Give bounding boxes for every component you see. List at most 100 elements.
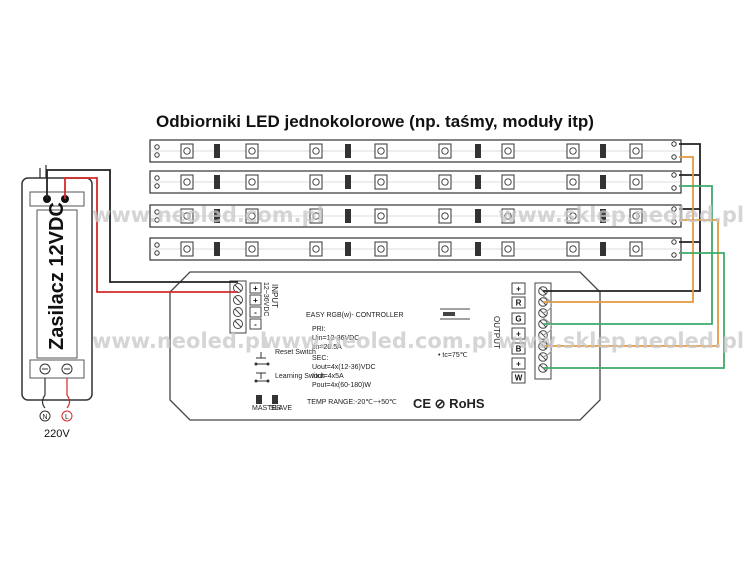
terminal-n-label: N bbox=[42, 414, 47, 421]
spec-pri: PRI: bbox=[312, 326, 326, 333]
watermark-3: www.neoled.pl bbox=[92, 329, 267, 353]
strip-pad-icon bbox=[671, 206, 677, 212]
output-label: OUTPUT bbox=[492, 316, 501, 349]
led-strip bbox=[149, 237, 682, 261]
led-lens-icon bbox=[248, 147, 256, 155]
input-terminal-label-box bbox=[249, 294, 262, 306]
led-strip-symbol-icon bbox=[440, 308, 470, 320]
led-lens-icon bbox=[248, 245, 256, 253]
psu-top-leads bbox=[39, 165, 47, 178]
strip-pad-icon bbox=[154, 217, 160, 223]
led-lens-icon bbox=[504, 178, 512, 186]
watermark-1: www.neoled.com.pl bbox=[92, 203, 324, 227]
wire-psu-minus bbox=[46, 169, 238, 283]
resistor-icon bbox=[600, 175, 606, 189]
controller: ++-- INPUT 12~36VDC EASY RGB(w)- CONTROL… bbox=[169, 271, 601, 421]
resistor-icon bbox=[214, 175, 220, 189]
resistor-icon bbox=[214, 144, 220, 158]
led-lens-icon bbox=[377, 245, 385, 253]
screw-slot bbox=[234, 308, 242, 316]
mains-wire-n bbox=[41, 378, 46, 409]
led-lens-icon bbox=[377, 147, 385, 155]
psu-input-terminal-block bbox=[29, 359, 85, 379]
resistor-icon bbox=[345, 144, 351, 158]
led-lens-icon bbox=[441, 147, 449, 155]
strip-pad-icon bbox=[671, 172, 677, 178]
wire-psu-plus bbox=[64, 177, 238, 293]
led-lens-icon bbox=[441, 212, 449, 220]
input-terminal-label-box bbox=[249, 282, 262, 294]
led-lens-icon bbox=[632, 212, 640, 220]
screw-slot bbox=[234, 284, 242, 292]
wire-channel-b bbox=[543, 219, 719, 347]
input-terminal-label: + bbox=[253, 296, 258, 305]
watermark-5: www.sklep.neoled.pl bbox=[498, 329, 744, 353]
dip-label-master: MASTER bbox=[252, 405, 281, 412]
input-terminals: ++-- bbox=[233, 282, 262, 330]
strip-pad-icon bbox=[671, 141, 677, 147]
wires bbox=[46, 143, 725, 369]
tc-label: • tc=75℃ bbox=[438, 352, 468, 359]
led-lens-icon bbox=[441, 245, 449, 253]
led-strip bbox=[149, 204, 682, 228]
led-strip bbox=[149, 170, 682, 194]
wire-channel-w bbox=[543, 252, 725, 369]
resistor-icon bbox=[214, 209, 220, 223]
resistor-icon bbox=[600, 242, 606, 256]
led-strip bbox=[149, 139, 682, 163]
output-terminal-label-box bbox=[511, 327, 526, 340]
led-lens-icon bbox=[504, 147, 512, 155]
output-terminal-label-box bbox=[511, 371, 526, 384]
strip-pad-icon bbox=[671, 219, 677, 225]
reset-switch-symbol bbox=[254, 352, 270, 366]
wire-plus-bridge-1 bbox=[542, 295, 553, 314]
watermark-4: www.neoled.com.pl bbox=[262, 329, 494, 353]
dip-label-slave: SLAVE bbox=[270, 405, 292, 412]
strip-pad-icon bbox=[154, 144, 160, 150]
power-supply: Zasilacz 12VDC N L 220V bbox=[21, 165, 93, 440]
led-lens-icon bbox=[569, 245, 577, 253]
output-terminal-label-box bbox=[511, 312, 526, 325]
spec-iin: Iin=20.5A bbox=[312, 344, 342, 351]
strip-pad-icon bbox=[154, 242, 160, 248]
wire-channel-r bbox=[543, 156, 694, 303]
strip-pad-icon bbox=[671, 239, 677, 245]
controller-housing bbox=[169, 271, 601, 421]
wire-channel-g bbox=[543, 185, 713, 325]
spec-sec: SEC: bbox=[312, 355, 328, 362]
led-lens-icon bbox=[312, 212, 320, 220]
led-lens-icon bbox=[569, 212, 577, 220]
led-lens-icon bbox=[248, 178, 256, 186]
resistor-icon bbox=[345, 242, 351, 256]
led-lens-icon bbox=[377, 212, 385, 220]
resistor-icon bbox=[475, 144, 481, 158]
psu-label: Zasilacz 12VDC bbox=[46, 202, 68, 350]
learning-switch-symbol bbox=[254, 372, 270, 383]
output-terminal-labels: +RG+B+W bbox=[511, 282, 526, 384]
mains-terminal-l bbox=[61, 410, 73, 422]
resistor-icon bbox=[475, 242, 481, 256]
input-terminal-label: - bbox=[254, 308, 257, 317]
wire-common-plus bbox=[543, 143, 701, 292]
resistor-icon bbox=[600, 144, 606, 158]
mains-wire-l bbox=[66, 378, 71, 409]
led-lens-icon bbox=[569, 147, 577, 155]
led-lens-icon bbox=[248, 212, 256, 220]
strip-pad-icon bbox=[154, 209, 160, 215]
watermarks: www.neoled.com.pl www.sklep.neoled.pl ww… bbox=[92, 203, 744, 353]
led-lens-icon bbox=[312, 245, 320, 253]
temp-range-label: TEMP RANGE:-20℃~+50℃ bbox=[307, 399, 397, 406]
led-lens-icon bbox=[632, 147, 640, 155]
diagram-title: Odbiorniki LED jednokolorowe (np. taśmy,… bbox=[156, 112, 594, 131]
output-terminal-label-box bbox=[511, 342, 526, 355]
strip-pad-icon bbox=[154, 183, 160, 189]
strip-pad-icon bbox=[671, 185, 677, 191]
input-label: INPUT bbox=[270, 284, 279, 308]
spec-uout: Uout=4x(12-36)VDC bbox=[312, 364, 376, 371]
screw-slot bbox=[234, 296, 242, 304]
led-lens-icon bbox=[377, 178, 385, 186]
learning-switch-label: Learning Switch bbox=[275, 373, 325, 380]
strip-pad-icon bbox=[154, 175, 160, 181]
led-lens-icon bbox=[183, 178, 191, 186]
